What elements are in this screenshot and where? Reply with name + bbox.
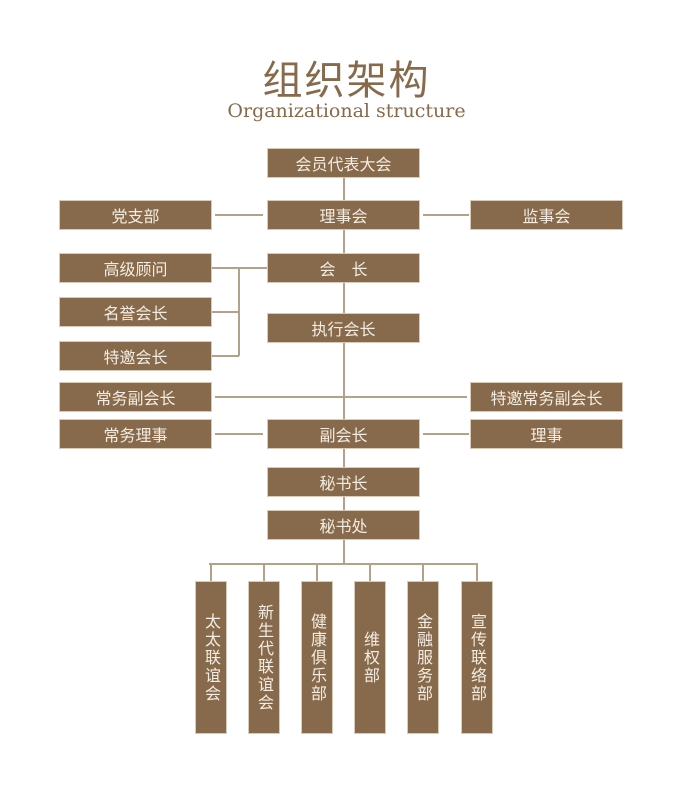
node-advisor: 高级顾问 (59, 253, 212, 283)
connector (343, 282, 345, 313)
node-standing-vp: 常务副会长 (59, 382, 212, 412)
connector (423, 433, 469, 435)
connector (215, 433, 263, 435)
node-congress: 会员代表大会 (267, 148, 420, 178)
node-council: 理事会 (267, 200, 420, 230)
connector (343, 496, 345, 510)
connector (211, 355, 239, 357)
dept-node: 金融服务部 (407, 581, 439, 734)
connector (215, 214, 263, 216)
connector (343, 448, 345, 467)
node-vp: 副会长 (267, 419, 420, 449)
dept-node: 宣传联络部 (461, 581, 493, 734)
connector (211, 311, 239, 313)
node-invited-standing-vp: 特邀常务副会长 (470, 382, 623, 412)
connector (263, 563, 265, 581)
connector (215, 396, 467, 398)
connector (476, 563, 478, 581)
connector (343, 177, 345, 200)
node-executive: 执行会长 (267, 313, 420, 343)
dept-node: 健康俱乐部 (301, 581, 333, 734)
dept-node: 新生代联谊会 (248, 581, 280, 734)
connector (369, 563, 371, 581)
connector (343, 229, 345, 253)
connector (423, 214, 469, 216)
dept-node: 维权部 (354, 581, 386, 734)
node-party: 党支部 (59, 200, 212, 230)
connector (210, 563, 212, 581)
dept-node: 太太联谊会 (195, 581, 227, 734)
connector (209, 563, 477, 565)
connector (316, 563, 318, 581)
connector (343, 539, 345, 563)
page-subtitle: Organizational structure (227, 100, 466, 122)
connector (343, 342, 345, 419)
page-title: 组织架构 (262, 58, 431, 104)
node-director: 理事 (470, 419, 623, 449)
node-supervisory: 监事会 (470, 200, 623, 230)
node-secretariat: 秘书处 (267, 510, 420, 540)
node-honorary: 名誉会长 (59, 297, 212, 327)
node-secretary-general: 秘书长 (267, 467, 420, 497)
node-invited: 特邀会长 (59, 341, 212, 371)
connector (422, 563, 424, 581)
node-president: 会 长 (267, 253, 420, 283)
node-standing-director: 常务理事 (59, 419, 212, 449)
